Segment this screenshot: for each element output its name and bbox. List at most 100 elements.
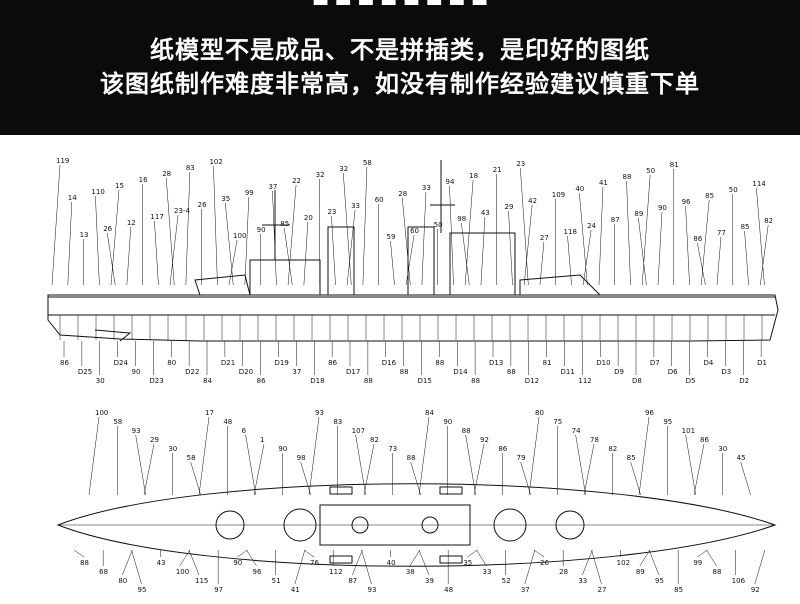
boat-2 [329,555,353,564]
leader-line [51,164,61,286]
funnel-plan-2 [421,516,439,534]
callout-label: 35 [463,559,472,567]
callout-label: 26 [198,201,207,209]
callout-label: 45 [737,454,746,462]
leader-line [520,167,529,286]
callout-label: 85 [741,223,750,231]
callout-label: 88 [713,568,722,576]
callout-label: 15 [115,182,124,190]
callout-label: 28 [162,170,171,178]
leader-line [88,416,100,496]
callout-label: 114 [752,180,766,188]
callout-label: 51 [272,577,281,585]
callout-label: 22 [292,177,301,185]
leader-line [308,416,320,496]
callout-label: 85 [280,220,289,228]
callout-label: 48 [223,418,232,426]
callout-label: 68 [99,568,108,576]
callout-label: 92 [751,586,760,594]
boat-3 [439,486,463,495]
leader-line [346,209,356,286]
leader-line [449,185,454,286]
callout-label: 28 [559,568,568,576]
callout-label: 43 [481,209,490,217]
callout-label: 96 [645,409,654,417]
callout-label: 27 [540,234,549,242]
leader-line [582,549,593,576]
callout-label: 29 [150,436,159,444]
callout-label: 119 [56,157,69,165]
callout-label: 112 [329,568,342,576]
callout-label: 59 [386,233,395,241]
callout-label: 88 [364,377,373,385]
callout-label: 33 [483,568,492,576]
leader-line [390,240,395,286]
leader-line [421,191,427,286]
leader-line [405,234,415,286]
bridge-block [449,232,516,296]
turret-d [555,510,585,540]
callout-label: 76 [310,559,319,567]
callout-label: D4 [704,359,714,367]
leader-line [169,214,179,286]
leader-line [744,230,749,286]
callout-label: 33 [422,184,431,192]
leader-line [185,171,191,286]
callout-label: 118 [564,228,577,236]
leader-line [143,443,155,496]
callout-label: 112 [578,377,591,385]
callout-label: 100 [233,232,246,240]
callout-label: 90 [443,418,452,426]
callout-label: 102 [209,158,222,166]
callout-label: 26 [103,225,112,233]
callout-label: 6 [242,427,247,435]
callout-label: 40 [575,185,584,193]
callout-label: 93 [315,409,324,417]
callout-label: 17 [205,409,214,417]
leader-line [756,187,765,286]
callout-label: 88 [623,173,632,181]
leader-line [706,549,717,567]
callout-label: 88 [462,427,471,435]
callout-label: 29 [505,203,514,211]
callout-label: 43 [157,559,166,567]
leader-line [361,549,372,585]
callout-label: 87 [348,577,357,585]
callout-label: 80 [167,359,176,367]
leader-line [418,416,430,496]
leader-line [575,434,586,496]
callout-label: 80 [535,409,544,417]
leader-line [465,434,476,496]
callout-label: 83 [186,164,195,172]
callout-label: 115 [195,577,208,585]
callout-label: 85 [627,454,636,462]
leader-line [567,235,572,286]
turret-c [493,508,527,542]
callout-label: D23 [149,377,163,385]
callout-label: D2 [739,377,749,385]
leader-line [461,222,470,286]
leader-line [524,549,536,585]
callout-label: 60 [410,227,419,235]
callout-label: D22 [185,368,199,376]
leader-line [363,443,375,496]
callout-label: D5 [686,377,696,385]
leader-line [539,241,545,286]
callout-label: D18 [310,377,324,385]
leader-line [122,549,133,576]
callout-label: 79 [517,454,526,462]
leader-line [579,192,588,286]
callout-label: 77 [717,229,726,237]
callout-label: 107 [352,427,365,435]
callout-label: 41 [599,179,608,187]
callout-label: D11 [561,368,575,376]
leader-line [213,165,218,286]
leader-line [245,434,256,496]
leader-line [582,229,592,286]
callout-label: D8 [632,377,642,385]
callout-label: 88 [507,368,516,376]
callout-label: 21 [493,166,502,174]
callout-label: 35 [221,195,230,203]
callout-label: D6 [668,368,678,376]
callout-label: D7 [650,359,660,367]
